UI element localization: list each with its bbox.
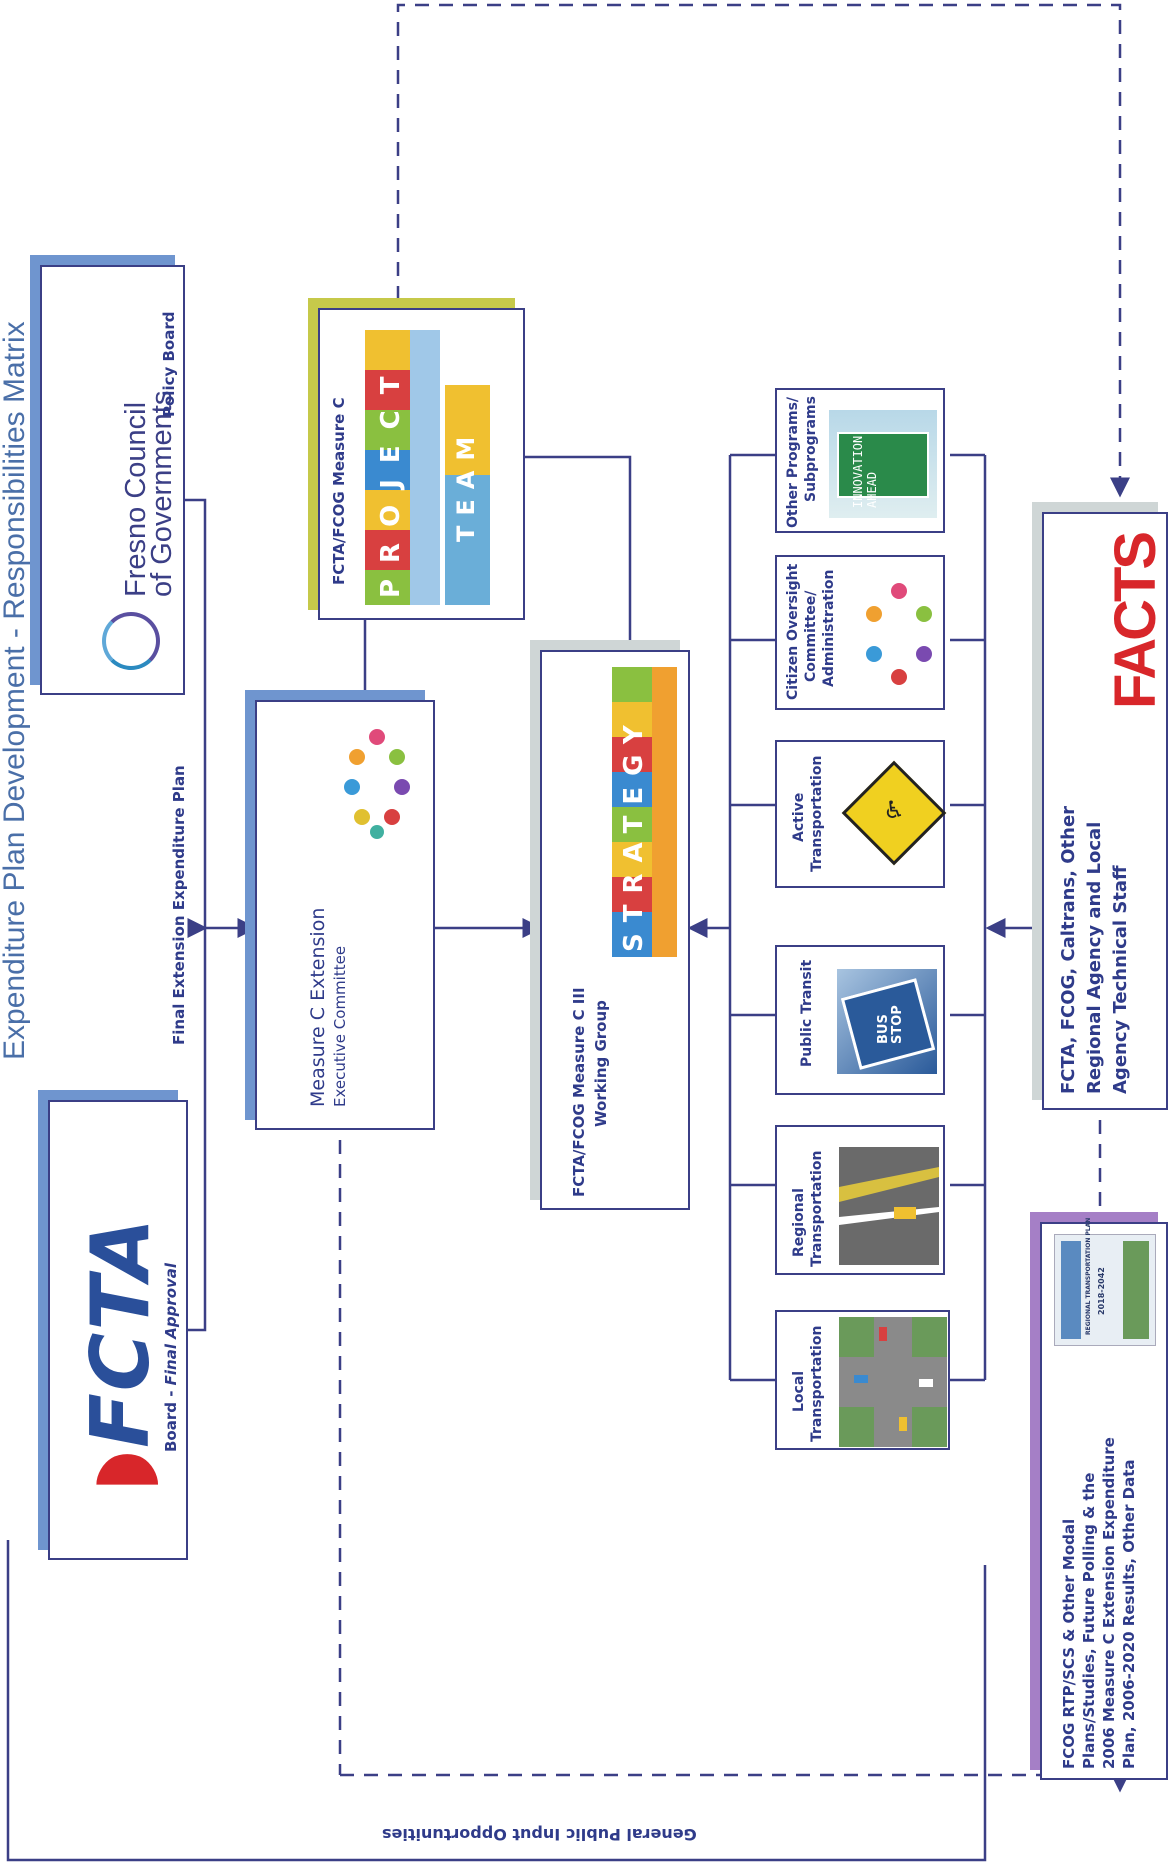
rtp-thumb-title: REGIONAL TRANSPORTATION PLAN bbox=[1085, 1217, 1092, 1335]
strategy-puzzle-icon bbox=[612, 667, 677, 957]
bus-stop-sign-icon: BUS STOP bbox=[837, 969, 937, 1074]
data-sources-line1: FCOG RTP/SCS & Other Modal bbox=[1060, 1518, 1078, 1769]
fcta-board-box: ◗FCTA Board - Final Approval bbox=[48, 1100, 188, 1560]
fcog-caption: Policy Board bbox=[160, 311, 178, 417]
innovation-ahead-sign-icon: INNOVATION AHEAD bbox=[829, 410, 937, 518]
tech-staff-line3: Agency Technical Staff bbox=[1110, 865, 1131, 1094]
program-label: Regional bbox=[791, 1188, 807, 1257]
program-label: Public Transit bbox=[799, 959, 815, 1067]
program-label: Transportation bbox=[809, 1150, 825, 1267]
bus-sign-line2: STOP bbox=[890, 1005, 905, 1044]
program-label: Citizen Oversight bbox=[785, 563, 801, 700]
program-label: Active bbox=[791, 792, 807, 842]
fcta-caption: Board - Final Approval bbox=[162, 1262, 180, 1452]
program-public-transit: Public Transit BUS STOP bbox=[775, 945, 945, 1095]
exec-committee-box: Measure C Extension Executive Committee bbox=[255, 700, 435, 1130]
program-label: Administration bbox=[821, 569, 837, 687]
working-group-line1: FCTA/FCOG Measure C III bbox=[570, 987, 588, 1197]
program-other-programs: Other Programs/ Subprograms INNOVATION A… bbox=[775, 388, 945, 533]
program-label: Committee/ bbox=[803, 590, 819, 682]
data-sources-box: FCOG RTP/SCS & Other Modal Plans/Studies… bbox=[1040, 1218, 1168, 1780]
program-label: Transportation bbox=[809, 1325, 825, 1442]
strategy-puzzle-letters: STRATEGY bbox=[619, 714, 649, 952]
fcog-policy-board-box: Fresno Council of Governments Policy Boa… bbox=[40, 265, 185, 695]
working-group-line2: Working Group bbox=[592, 1000, 610, 1127]
data-sources-line2: Plans/Studies, Future Polling & the bbox=[1080, 1472, 1098, 1769]
program-regional-transportation: Regional Transportation bbox=[775, 1125, 945, 1275]
highway-photo-icon bbox=[839, 1147, 939, 1265]
innovation-sign-line2: AHEAD bbox=[865, 471, 879, 508]
innovation-sign-line1: INNOVATION bbox=[851, 435, 865, 508]
rtp-thumb-years: 2018-2042 bbox=[1097, 1267, 1106, 1315]
data-sources-line4: Plan, 2006-2020 Results, Other Data bbox=[1120, 1459, 1138, 1769]
facts-logo: FACTS bbox=[1103, 533, 1168, 709]
project-puzzle-letters: PROJECT bbox=[376, 360, 406, 599]
program-label: Local bbox=[791, 1370, 807, 1412]
final-plan-label: Final Extension Expenditure Plan bbox=[170, 765, 188, 1045]
program-local-transportation: Local Transportation bbox=[775, 1310, 950, 1450]
team-puzzle-letters: TEAM bbox=[452, 426, 480, 542]
tech-staff-line2: Regional Agency and Local bbox=[1084, 821, 1105, 1094]
program-label: Transportation bbox=[809, 755, 825, 872]
working-group-box: FCTA/FCOG Measure C III Working Group ST… bbox=[540, 650, 690, 1210]
rtp-thumbnail: REGIONAL TRANSPORTATION PLAN 2018-2042 bbox=[1054, 1218, 1156, 1346]
project-team-box: FCTA/FCOG Measure C PROJECT TEAM bbox=[318, 308, 525, 620]
public-input-label: General Public Input Opportunities bbox=[382, 1825, 697, 1844]
bus-sign-line1: BUS bbox=[876, 1014, 891, 1044]
exec-committee-line1: Measure C Extension bbox=[307, 907, 329, 1107]
program-citizen-oversight: Citizen Oversight Committee/ Administrat… bbox=[775, 555, 945, 710]
intersection-photo-icon bbox=[839, 1317, 947, 1447]
project-puzzle-icon bbox=[365, 330, 490, 605]
tech-staff-box: FCTA, FCOG, Caltrans, Other Regional Age… bbox=[1042, 512, 1168, 1110]
data-sources-line3: 2006 Measure C Extension Expenditure bbox=[1100, 1437, 1118, 1769]
community-circle-icon bbox=[866, 583, 932, 685]
program-label: Other Programs/ bbox=[785, 396, 801, 528]
fcta-swoosh-icon: ◗ bbox=[74, 1447, 167, 1492]
fcta-logo: ◗FCTA bbox=[74, 1216, 167, 1492]
bike-pedestrian-sign-icon: ♿ bbox=[841, 760, 947, 866]
exec-committee-line2: Executive Committee bbox=[331, 945, 349, 1107]
tech-staff-line1: FCTA, FCOG, Caltrans, Other bbox=[1058, 805, 1079, 1094]
people-circle-icon bbox=[344, 729, 410, 839]
program-label: Subprograms bbox=[803, 396, 819, 502]
program-active-transportation: Active Transportation ♿ bbox=[775, 740, 947, 888]
fcog-logo-line2: of Governments bbox=[146, 390, 178, 597]
fcog-logo-icon bbox=[102, 612, 160, 670]
project-team-label: FCTA/FCOG Measure C bbox=[330, 397, 348, 585]
